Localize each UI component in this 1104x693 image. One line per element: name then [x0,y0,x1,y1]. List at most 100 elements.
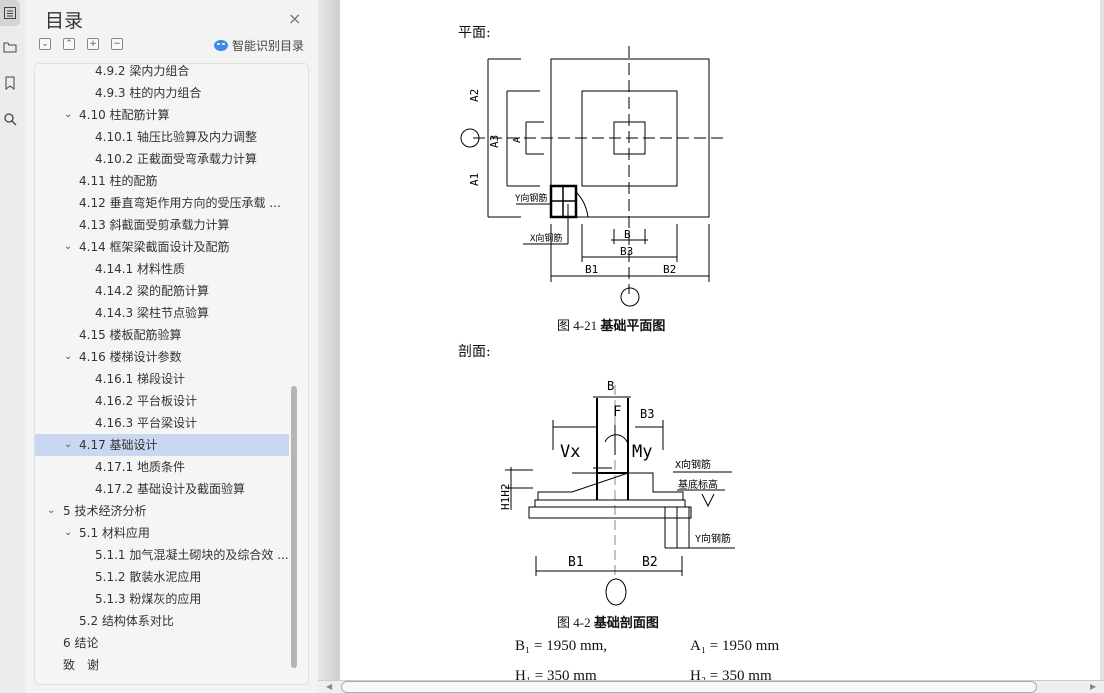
toc-item[interactable]: ⌄ 4.16 楼梯设计参数 [35,346,289,368]
toc-item[interactable]: 4.14.1 材料性质 [35,258,289,280]
section-caption: 图 4-2 基础剖面图 [557,612,659,631]
chevron-down-icon[interactable]: ⌄ [64,351,73,362]
toc-item[interactable]: 5.1.1 加气混凝土砌块的及综合效 ... [35,544,289,566]
toc-item-label: 4.17.1 地质条件 [95,460,185,474]
toc-item[interactable]: ⌄ 5.1 材料应用 [35,522,289,544]
toc-item-label: 4.10.2 正截面受弯承载力计算 [95,152,257,166]
ai-icon [214,40,228,51]
scroll-right-icon[interactable]: ▶ [1090,682,1097,691]
toc-item[interactable]: 5.1.3 粉煤灰的应用 [35,588,289,610]
toc-item-label: 5.1 材料应用 [79,526,150,540]
toc-scrollbar[interactable] [291,386,297,668]
chevron-down-icon[interactable]: ⌄ [64,241,73,252]
remove-heading-button[interactable]: − [111,38,123,50]
toc-item[interactable]: 4.10.2 正截面受弯承载力计算 [35,148,289,170]
toc-item[interactable]: ⌄ 4.17 基础设计 [35,434,289,456]
formula-h1: H₁ = 350 mm [515,668,597,680]
toc-item-label: 5.1.2 散装水泥应用 [95,570,202,584]
toc-item[interactable]: ⌄ 5 技术经济分析 [35,500,289,522]
chevron-down-icon[interactable]: ⌄ [64,527,73,538]
formula-a1: A₁ = 1950 mm [690,638,780,654]
toc-item[interactable]: 4.14.3 梁柱节点验算 [35,302,289,324]
toc-item[interactable]: 4.16.2 平台板设计 [35,390,289,412]
smart-toc-button[interactable]: 智能识别目录 [214,37,304,54]
toc-item-label: 4.13 斜截面受剪承载力计算 [79,218,230,232]
chevron-down-icon[interactable]: ⌄ [64,439,73,450]
plan-label: 平面: [458,25,491,41]
shear-vx: Vx [560,442,580,462]
note-y-rebar: Y向钢筋 [695,532,731,545]
toc-item-label: 4.16.2 平台板设计 [95,394,197,408]
toc-item-label: 4.17.2 基础设计及截面验算 [95,482,245,496]
toc-icon[interactable] [0,0,20,26]
toc-item[interactable]: 4.17.1 地质条件 [35,456,289,478]
toc-item-label: 4.9.3 柱的内力组合 [95,86,202,100]
toc-item-label: 4.10 柱配筋计算 [79,108,170,122]
dim-b3: B3 [620,245,633,258]
toc-item[interactable]: 4.14.2 梁的配筋计算 [35,280,289,302]
note-y-rebar: Y向钢筋 [515,192,547,204]
toc-item[interactable]: 4.13 斜截面受剪承载力计算 [35,214,289,236]
foundation-plan-drawing: A2 A3 A A1 B B3 B1 B2 Y向钢筋 X向钢筋 [460,46,723,307]
search-icon[interactable] [0,106,20,132]
close-icon[interactable]: × [288,9,302,28]
toc-item[interactable]: 4.11 柱的配筋 [35,170,289,192]
dim-a1: A1 [468,173,481,186]
expand-all-button[interactable]: ⌄ [39,38,51,50]
section-caption-title: 基础剖面图 [593,615,659,630]
toc-item-label: 4.17 基础设计 [79,438,158,452]
toc-item-label: 4.11 柱的配筋 [79,174,158,188]
toc-item[interactable]: 4.17.2 基础设计及截面验算 [35,478,289,500]
foundation-section-drawing: B F B3 Vx My H1H2 B1 B2 X向钢筋 基底标高 Y向钢筋 [499,379,735,606]
note-x-rebar: X向钢筋 [530,232,562,244]
toc-item[interactable]: 6 结论 [35,632,289,654]
outline-icon[interactable] [0,34,20,60]
toc-item[interactable]: 5.2 结构体系对比 [35,610,289,632]
formula-b1: B₁ = 1950 mm, [515,638,608,654]
toc-item-label: 5.2 结构体系对比 [79,614,174,628]
toc-item[interactable]: 致 谢 [35,654,289,676]
toc-item[interactable]: 4.10.1 轴压比验算及内力调整 [35,126,289,148]
plan-caption-title: 基础平面图 [600,318,666,333]
toc-item[interactable]: ⌄ 4.10 柱配筋计算 [35,104,289,126]
bookmark-icon[interactable] [0,70,20,96]
load-f: F [613,404,621,420]
toc-item-label: 5 技术经济分析 [63,504,147,518]
toc-item[interactable]: 4.9.2 梁内力组合 [35,64,289,82]
chevron-down-icon[interactable]: ⌄ [47,505,56,516]
toc-item[interactable]: 4.16.1 梯段设计 [35,368,289,390]
dim-b1: B1 [585,263,598,276]
plan-caption-number: 图 4-21 [557,318,601,333]
vertical-scrollbar[interactable] [1100,0,1104,680]
chevron-down-icon[interactable]: ⌄ [64,109,73,120]
dim-b1: B1 [568,555,584,570]
toc-item-label: 6 结论 [63,636,99,650]
dim-b: B [607,379,614,393]
formula-h2: H₂ = 350 mm [690,668,772,680]
axis-bubble-b [620,287,640,307]
toc-item[interactable]: 4.15 楼板配筋验算 [35,324,289,346]
horizontal-scrollbar[interactable]: ◀ ▶ [318,680,1104,693]
toc-item[interactable]: 4.9.3 柱的内力组合 [35,82,289,104]
toc-list: 4.9.2 梁内力组合 4.9.3 柱的内力组合 ⌄ 4.10 柱配筋计算 4.10.1… [35,64,289,676]
moment-my: My [632,442,652,462]
toc-item[interactable]: 4.16.3 平台梁设计 [35,412,289,434]
toc-item[interactable]: 4.12 垂直弯矩作用方向的受压承载 ... [35,192,289,214]
collapse-all-button[interactable]: ⌃ [63,38,75,50]
note-x-rebar: X向钢筋 [675,458,711,471]
toc-toolbar: ⌄ ⌃ + − [39,38,123,50]
document-gutter [318,0,340,680]
toc-item-label: 4.14 框架梁截面设计及配筋 [79,240,230,254]
side-rail [0,0,25,693]
horizontal-scroll-thumb[interactable] [341,681,1037,693]
toc-item[interactable]: ⌄ 4.14 框架梁截面设计及配筋 [35,236,289,258]
toc-item-label: 4.10.1 轴压比验算及内力调整 [95,130,257,144]
toc-item-label: 4.16 楼梯设计参数 [79,350,182,364]
toc-item[interactable]: 5.1.2 散装水泥应用 [35,566,289,588]
add-heading-button[interactable]: + [87,38,99,50]
scroll-left-icon[interactable]: ◀ [326,682,333,691]
toc-item-label: 4.12 垂直弯矩作用方向的受压承载 ... [79,196,281,210]
dim-a3: A3 [488,135,501,148]
plan-caption: 图 4-21 基础平面图 [557,315,665,334]
dim-a: A [512,137,523,143]
